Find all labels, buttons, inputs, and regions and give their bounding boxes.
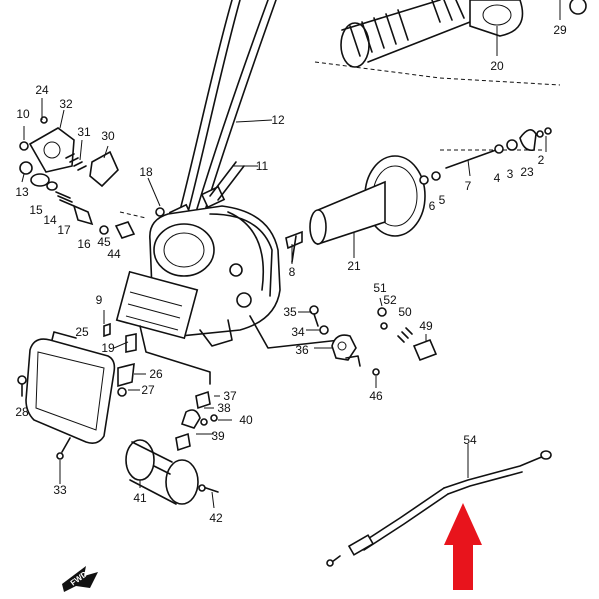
callout-7: 7	[465, 179, 472, 193]
callout-52: 52	[383, 293, 397, 307]
callout-34: 34	[291, 325, 305, 339]
callout-8: 8	[289, 265, 296, 279]
callout-27: 27	[141, 383, 155, 397]
throttle-cables	[168, 0, 277, 227]
callout-44: 44	[107, 247, 121, 261]
carburetor-body	[115, 205, 341, 385]
callout-51: 51	[373, 281, 387, 295]
screw-18	[155, 207, 165, 217]
callout-21: 21	[347, 259, 361, 273]
callout-14: 14	[43, 213, 57, 227]
callout-46: 46	[369, 389, 383, 403]
jets-and-screws	[103, 322, 218, 452]
callout-35: 35	[283, 305, 297, 319]
callout-26: 26	[149, 367, 163, 381]
callout-10: 10	[16, 107, 30, 121]
callout-31: 31	[77, 125, 91, 139]
callout-50: 50	[398, 305, 412, 319]
callout-11: 11	[256, 159, 269, 173]
callout-42: 42	[209, 511, 223, 525]
vacuum-piston-spring	[340, 0, 524, 68]
callout-36: 36	[295, 343, 309, 357]
screw-29	[569, 0, 587, 15]
callout-32: 32	[59, 97, 73, 111]
callout-45: 45	[97, 235, 111, 249]
callout-19: 19	[101, 341, 115, 355]
jet-needle	[445, 149, 497, 169]
callout-40: 40	[239, 413, 253, 427]
callout-30: 30	[101, 129, 115, 143]
callout-20: 20	[490, 59, 504, 73]
callout-5: 5	[439, 193, 446, 207]
float-bowl	[17, 331, 116, 460]
callout-labels: 2345678910111213141516171819202123242526…	[15, 23, 567, 525]
callout-12: 12	[271, 113, 285, 127]
callout-28: 28	[15, 405, 29, 419]
callout-3: 3	[507, 167, 514, 181]
callout-6: 6	[429, 199, 436, 213]
callout-2: 2	[538, 153, 545, 167]
float-assembly	[125, 439, 219, 505]
needle-parts	[419, 127, 552, 185]
callout-39: 39	[211, 429, 225, 443]
leader-lines	[21, 0, 561, 509]
callout-54: 54	[463, 433, 477, 447]
highlight-arrow	[444, 503, 482, 590]
throttle-lever-parts	[309, 305, 380, 376]
callout-24: 24	[35, 83, 49, 97]
air-cutoff-valve-parts	[19, 116, 136, 239]
fwd-direction-marker: FWD	[62, 566, 98, 592]
callout-18: 18	[139, 165, 153, 179]
callout-13: 13	[15, 185, 29, 199]
callout-41: 41	[133, 491, 147, 505]
callout-33: 33	[53, 483, 67, 497]
callout-16: 16	[77, 237, 91, 251]
choke-cable	[326, 450, 552, 567]
callout-23: 23	[520, 165, 534, 179]
callout-29: 29	[553, 23, 567, 37]
callout-17: 17	[57, 223, 71, 237]
screw-8	[291, 235, 297, 263]
callout-49: 49	[419, 319, 433, 333]
callout-15: 15	[29, 203, 43, 217]
callout-9: 9	[96, 293, 103, 307]
piston-diaphragm	[285, 155, 426, 250]
callout-4: 4	[494, 171, 501, 185]
idle-screw-parts	[377, 307, 438, 362]
callout-37: 37	[223, 389, 237, 403]
callout-38: 38	[217, 401, 231, 415]
callout-25: 25	[75, 325, 89, 339]
